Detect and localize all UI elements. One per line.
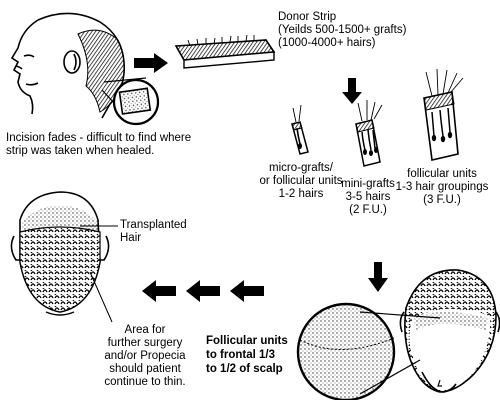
arrow-strip-to-grafts [342, 78, 362, 104]
frontal-line-3: to 1/2 of scalp [206, 363, 283, 375]
fu-line-2: 1-3 hair groupings [395, 181, 489, 193]
arrow-head-to-strip [134, 53, 168, 73]
donor-strip-illustration [174, 34, 276, 69]
micro-graft-illustration [291, 104, 309, 155]
area-line-5: continue to thin. [104, 376, 186, 388]
follicular-units-label: follicular units 1-3 hair groupings (3 F… [386, 168, 498, 207]
donor-strip-title: Donor Strip [278, 11, 337, 23]
micro-line-3: 1-2 hairs [278, 188, 324, 200]
donor-strip-label: Donor Strip (Yeilds 500-1500+ grafts) (1… [278, 11, 406, 50]
further-surgery-note: Area for further surgery and/or Propecia… [92, 324, 198, 389]
area-line-2: further surgery [107, 337, 183, 349]
transplanted-line-2: Hair [120, 232, 142, 244]
incision-note: Incision fades - difficult to find where… [6, 132, 191, 158]
transplanted-hair-label: Transplanted Hair [120, 219, 187, 245]
fu-line-1: follicular units [407, 168, 477, 180]
frontal-scalp-label: Follicular units to frontal 1/3 to 1/2 o… [206, 334, 288, 376]
donor-strip-hairs: (1000-4000+ hairs) [278, 37, 376, 49]
micro-line-2: or follicular units [259, 175, 343, 187]
area-line-1: Area for [124, 324, 166, 336]
arrows-left [142, 280, 264, 302]
mini-line-3: (2 F.U.) [349, 204, 387, 216]
arrow-grafts-to-head [368, 262, 388, 292]
transplanted-line-1: Transplanted [120, 219, 187, 231]
area-line-3: and/or Propecia [104, 350, 186, 362]
back-view-head-illustration [10, 191, 110, 316]
donor-strip-grafts: (Yeilds 500-1500+ grafts) [278, 24, 407, 36]
micro-grafts-label: micro-grafts/ or follicular units 1-2 ha… [236, 162, 366, 201]
micro-line-1: micro-grafts/ [269, 162, 333, 174]
incision-line-1: Incision fades - difficult to find where [6, 132, 192, 144]
follicular-unit-graft-illustration [423, 68, 464, 161]
mini-line-2: 3-5 hairs [345, 191, 391, 203]
mini-graft-illustration [355, 100, 383, 167]
area-line-4: should patient [109, 363, 181, 375]
frontal-line-2: to frontal 1/3 [206, 349, 276, 361]
top-view-head-illustration [399, 269, 500, 393]
fu-line-3: (3 F.U.) [423, 194, 461, 206]
mini-line-1: mini-grafts [341, 178, 395, 190]
magnified-strip-circle [112, 78, 160, 126]
leader-lines [80, 225, 118, 323]
frontal-line-1: Follicular units [206, 335, 288, 347]
incision-line-2: strip was taken when healed. [6, 145, 155, 157]
mini-grafts-label: mini-grafts 3-5 hairs (2 F.U.) [328, 178, 408, 217]
magnified-scalp-circle [296, 302, 441, 400]
